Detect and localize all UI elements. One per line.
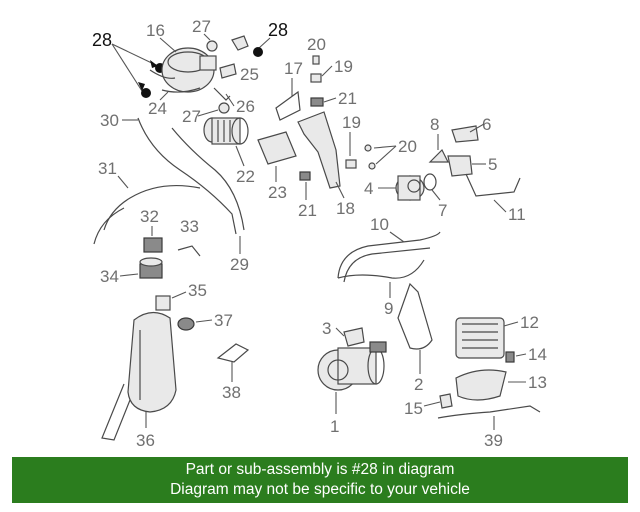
callout-6: 6: [482, 115, 491, 134]
callout-11: 11: [508, 205, 526, 224]
callout-3: 3: [322, 319, 331, 338]
callout-14: 14: [528, 345, 547, 364]
callout-12: 12: [520, 313, 539, 332]
callout-27-upper: 27: [192, 17, 211, 36]
callout-1: 1: [330, 417, 339, 436]
part-2-bracket: [397, 282, 433, 350]
part-20-bolt-c: [368, 162, 376, 170]
callout-18: 18: [336, 199, 355, 218]
callout-19-lower: 19: [342, 113, 361, 132]
part-10-pipe: [337, 231, 441, 279]
callout-9: 9: [384, 299, 393, 318]
callout-26: 26: [236, 97, 255, 116]
callout-28-right[interactable]: 28: [268, 20, 288, 40]
part-16-drawing: [149, 47, 217, 93]
part-27-upper: [206, 40, 218, 52]
callout-2: 2: [414, 375, 423, 394]
callout-38: 38: [222, 383, 241, 402]
callout-13: 13: [528, 373, 547, 392]
callout-8: 8: [430, 115, 439, 134]
callout-5: 5: [488, 155, 497, 174]
part-8-bracket: [428, 148, 449, 163]
part-21-sensor-a: [310, 97, 324, 107]
part-15-clip: [439, 393, 453, 409]
part-19-nut-a: [310, 73, 322, 83]
part-37-mount: [177, 317, 195, 331]
callout-34: 34: [100, 267, 119, 286]
part-30-pipe-b: [171, 127, 245, 231]
parts-diagram: 28 28 16 27 25 24 27 26 20: [92, 17, 547, 450]
part-4-valve: [395, 175, 425, 201]
banner-line-part: Part or sub-assembly is #28 in diagram: [185, 461, 455, 478]
part-33-bracket: [177, 245, 201, 257]
callout-21-lower: 21: [298, 201, 317, 220]
callout-17: 17: [284, 59, 303, 78]
part-17-gasket: [275, 90, 301, 121]
part-35-cap: [155, 295, 171, 311]
callout-37: 37: [214, 311, 233, 330]
part-32-valve: [143, 237, 163, 253]
part-12-filter-box: [455, 317, 505, 359]
part-27-lower: [218, 102, 230, 114]
part-14-bolt: [505, 351, 515, 363]
banner-line-disclaimer: Diagram may not be specific to your vehi…: [170, 481, 470, 498]
callout-20-upper: 20: [307, 35, 326, 54]
part-39-sensor: [437, 405, 541, 419]
info-banner: Part or sub-assembly is #28 in diagram D…: [12, 457, 628, 503]
part-20-bolt-a: [312, 55, 320, 65]
callout-30: 30: [100, 111, 119, 130]
callout-39: 39: [484, 431, 503, 450]
part-26-bracket: [213, 87, 231, 101]
callout-36: 36: [136, 431, 155, 450]
part-5-valve: [447, 155, 473, 177]
callout-4: 4: [364, 179, 373, 198]
callout-24: 24: [148, 99, 167, 118]
callout-15: 15: [404, 399, 423, 418]
callout-28-left[interactable]: 28: [92, 30, 112, 50]
callout-21-upper: 21: [338, 89, 357, 108]
part-19-nut-b: [345, 159, 357, 169]
part-6-bracket: [451, 125, 479, 143]
part-36-canister: [101, 311, 177, 441]
part-34-valve: [139, 257, 163, 279]
part-20-bolt-b: [364, 144, 372, 152]
callout-33: 33: [180, 217, 199, 236]
callout-29: 29: [230, 255, 249, 274]
part-18-bracket: [297, 111, 341, 189]
callout-31: 31: [98, 159, 117, 178]
part-25-clip: [219, 35, 249, 79]
part-11-pipe: [465, 173, 521, 197]
callout-32: 32: [140, 207, 159, 226]
part-13-cover: [455, 369, 507, 401]
part-21-sensor-b: [299, 171, 311, 181]
callout-20-lower: 20: [398, 137, 417, 156]
part-23-housing: [257, 131, 297, 165]
callout-19-upper: 19: [334, 57, 353, 76]
part-7-gasket: [423, 173, 437, 191]
callout-27-lower: 27: [182, 107, 201, 126]
callout-22: 22: [236, 167, 255, 186]
part-22-filter: [203, 117, 249, 145]
part-28-seal-c: [253, 47, 263, 57]
callout-25: 25: [240, 65, 259, 84]
part-3-bracket: [343, 327, 365, 347]
part-28-seal-b: [141, 88, 151, 98]
callout-10: 10: [370, 215, 389, 234]
part-1-air-pump: [317, 341, 387, 391]
callout-35: 35: [188, 281, 207, 300]
part-38-bracket: [216, 343, 250, 363]
callout-7: 7: [438, 201, 447, 220]
callout-23: 23: [268, 183, 287, 202]
callout-16: 16: [146, 21, 165, 40]
part-30-pipe: [137, 117, 237, 235]
